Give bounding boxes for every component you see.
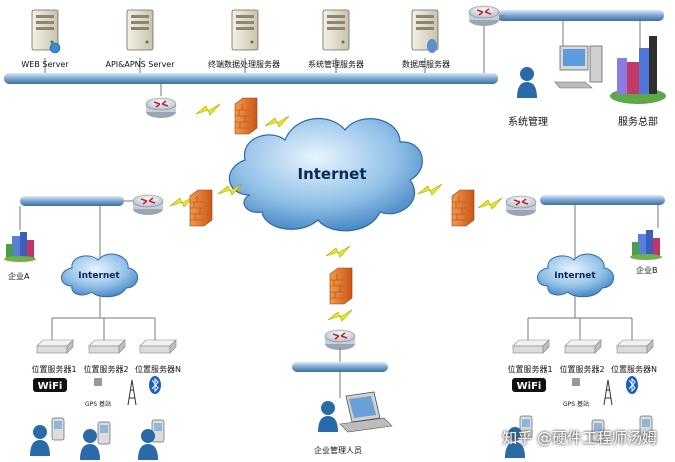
lightning-icon xyxy=(264,115,290,128)
enterprise-b-label: 企业B xyxy=(636,266,658,275)
user-person-icon xyxy=(80,429,100,460)
lightning-icon xyxy=(195,103,221,116)
location-server-icon xyxy=(36,339,74,354)
enterprise-a-label: 企业A xyxy=(8,272,30,281)
gps-tower-icon xyxy=(603,379,613,406)
enterprise-a-bus xyxy=(20,196,124,206)
computer-icon xyxy=(554,45,603,89)
lightning-icon xyxy=(327,309,353,322)
laptop-icon xyxy=(339,391,393,433)
enterprise-b-bus xyxy=(540,195,665,205)
internet-cloud xyxy=(228,117,423,232)
enterprise-b-firewall-icon xyxy=(451,189,475,227)
wifi-icon: WiFi xyxy=(512,378,546,392)
location-server-label: 位置服务器2 xyxy=(83,365,129,374)
server-label: 数据库服务器 xyxy=(402,60,450,69)
server-label: WEB Server xyxy=(21,60,69,69)
satellite-icon xyxy=(572,378,580,386)
location-server-label: 位置服务器1 xyxy=(507,365,553,374)
location-server-icon xyxy=(88,339,126,354)
user-person-icon xyxy=(30,425,50,456)
server-label: 系统管理服务器 xyxy=(308,60,364,69)
manager-firewall-icon xyxy=(329,267,353,305)
internet-label: Internet xyxy=(297,165,367,183)
mobile-phone-icon xyxy=(51,417,65,441)
lightning-icon xyxy=(417,183,443,196)
location-server-label: 位置服务器1 xyxy=(31,365,77,374)
lightning-icon xyxy=(325,245,351,258)
location-server-icon xyxy=(139,339,177,354)
location-server-label: 位置服务器2 xyxy=(559,365,605,374)
svg-text:WiFi: WiFi xyxy=(517,381,542,392)
internet-label-a: Internet xyxy=(78,271,120,281)
gps-tower-icon xyxy=(127,379,137,406)
enterprise-b-building-icon xyxy=(630,230,662,260)
main-firewall-icon xyxy=(234,97,258,135)
server-bus xyxy=(4,73,498,84)
api-server-icon xyxy=(126,9,154,51)
svg-text:WiFi: WiFi xyxy=(38,381,63,392)
admin-label: 系统管理 xyxy=(508,117,548,128)
hq-router-icon xyxy=(468,5,500,27)
watermark: 知乎 @硬件工程师汤姆 xyxy=(502,429,657,447)
wifi-icon: WiFi xyxy=(33,378,67,392)
location-server-label: 位置服务器N xyxy=(611,365,657,374)
hq-label: 服务总部 xyxy=(618,117,658,128)
enterprise-b-internet-cloud xyxy=(537,253,614,298)
manager-router-icon xyxy=(324,329,356,351)
gps-label: GPS 基站 xyxy=(85,401,111,408)
server-label: API&APNS Server xyxy=(105,60,175,69)
location-server-label: 位置服务器N xyxy=(135,365,181,374)
mobile-phone-icon xyxy=(97,421,111,445)
location-server-icon xyxy=(616,339,654,354)
bluetooth-icon xyxy=(626,376,638,394)
gps-label: GPS 基站 xyxy=(563,401,589,408)
enterprise-a-router-icon xyxy=(132,194,164,216)
bluetooth-icon xyxy=(149,376,161,394)
enterprise-a-firewall-icon xyxy=(189,189,213,227)
lightning-icon xyxy=(477,197,503,210)
location-server-icon xyxy=(512,339,550,354)
server-label: 终端数据处理服务器 xyxy=(208,60,280,69)
location-server-icon xyxy=(564,339,602,354)
manager-bus xyxy=(292,362,388,372)
manager-label: 企业管理人员 xyxy=(314,446,362,455)
hq-bus xyxy=(497,10,664,21)
hq-buildings-icon xyxy=(610,36,666,104)
terminal-data-server-icon xyxy=(231,9,259,51)
admin-person-icon xyxy=(517,67,537,98)
main-router-icon xyxy=(145,97,177,119)
system-management-server-icon xyxy=(322,9,350,51)
enterprise-a-internet-cloud xyxy=(61,253,138,298)
manager-person-icon xyxy=(318,401,338,432)
enterprise-a-building-icon xyxy=(4,232,36,262)
satellite-icon xyxy=(94,378,102,386)
enterprise-b-router-icon xyxy=(505,195,537,217)
internet-label-b: Internet xyxy=(554,271,596,281)
